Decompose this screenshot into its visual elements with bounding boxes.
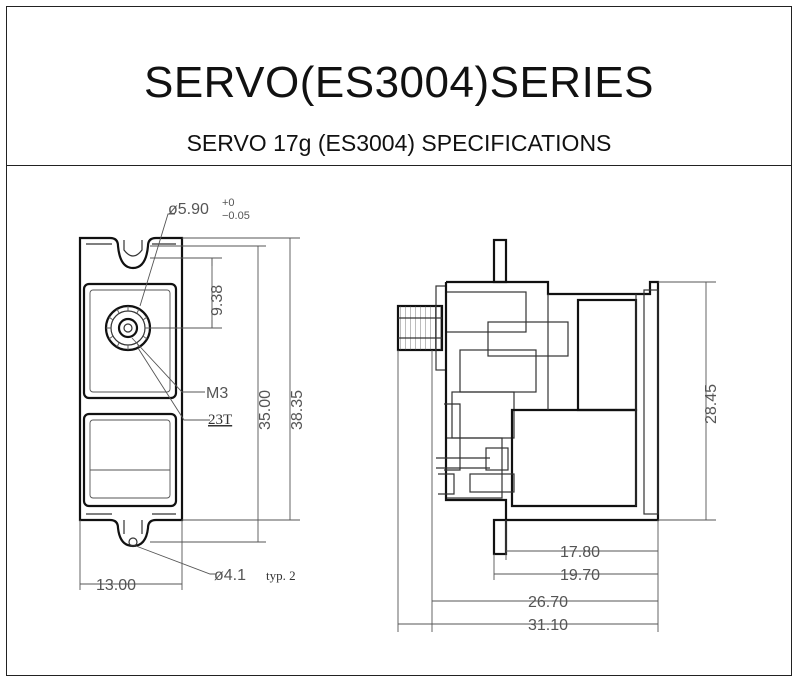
dim-9-38: 9.38 <box>209 285 226 316</box>
drawing-frame <box>6 6 792 676</box>
side-top-tab <box>492 238 508 284</box>
top-mounting-slot <box>123 240 143 257</box>
dim-17-80: 17.80 <box>560 544 600 561</box>
lower-panel <box>82 412 178 508</box>
side-view: 28.45 17.80 19.70 26.70 31.10 <box>396 238 720 634</box>
dim-26-70: 26.70 <box>528 594 568 611</box>
housing-outline <box>446 280 660 522</box>
motor-body <box>510 408 638 508</box>
shaft-tolerance-minus: −0.05 <box>222 210 250 222</box>
side-bottom-tab <box>492 518 508 556</box>
dim-28-45: 28.45 <box>703 384 720 424</box>
dim-19-70: 19.70 <box>560 567 600 584</box>
dim-35-00: 35.00 <box>257 390 274 430</box>
screw-label: M3 <box>206 385 228 402</box>
title-block: SERVO(ES3004)SERIES SERVO 17g (ES3004) S… <box>6 6 792 166</box>
dim-31-10: 31.10 <box>528 617 568 634</box>
dim-38-35: 38.35 <box>289 390 306 430</box>
hole-diameter-label: ø4.1 <box>214 567 246 584</box>
upper-panel <box>82 282 178 400</box>
front-view: ø5.90 +0 −0.05 9.38 35.00 38.35 M3 23T 1… <box>78 197 306 594</box>
page-subtitle: SERVO 17g (ES3004) SPECIFICATIONS <box>186 130 612 156</box>
bottom-mounting-hole <box>128 537 138 547</box>
spline-label: 23T <box>208 412 232 428</box>
hole-note: typ. 2 <box>266 568 296 583</box>
width-label: 13.00 <box>96 577 136 594</box>
page-title: SERVO(ES3004)SERIES <box>143 58 655 107</box>
output-spline <box>104 304 152 352</box>
shaft-diameter-label: ø5.90 <box>168 201 209 218</box>
shaft-tolerance-plus: +0 <box>222 197 235 209</box>
